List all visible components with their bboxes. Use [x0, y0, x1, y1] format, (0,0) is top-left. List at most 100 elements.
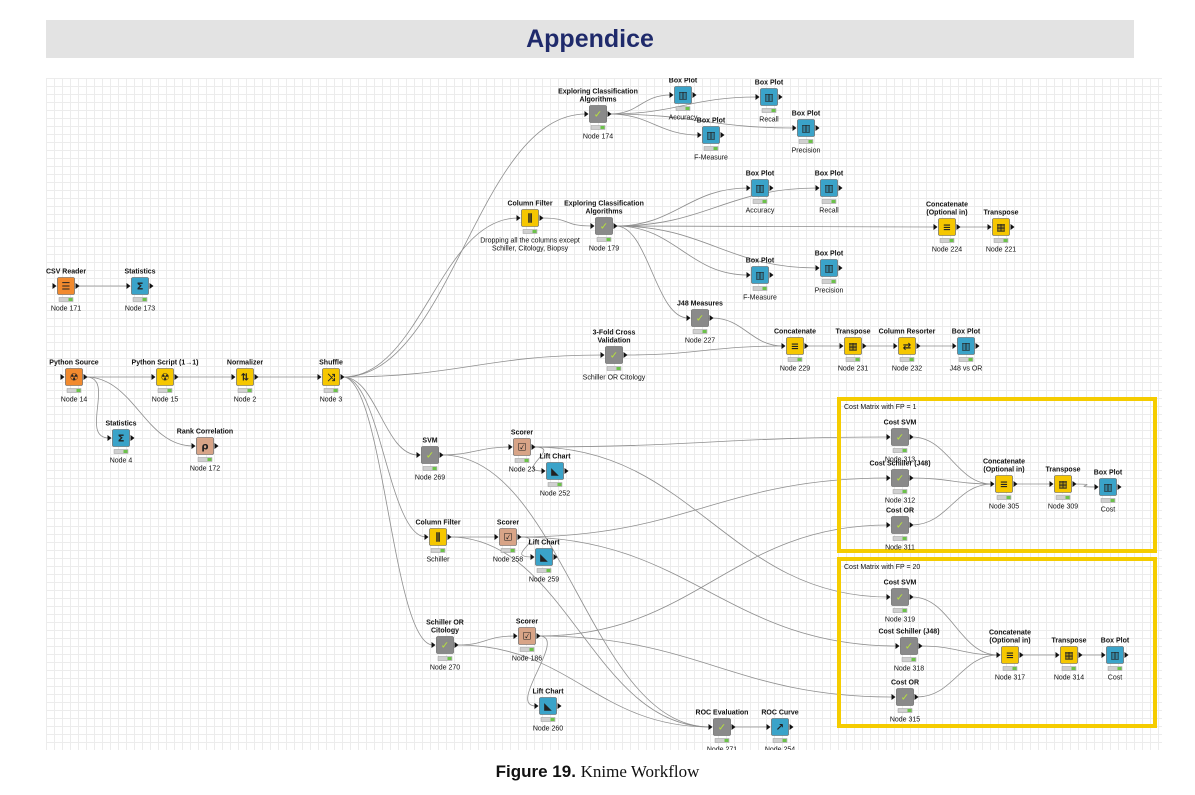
workflow-node-bp3[interactable]: Box Plot▥F-Measure — [694, 118, 728, 162]
workflow-node-n2[interactable]: Normalizer⇅Node 2 — [227, 360, 263, 404]
output-port[interactable] — [83, 374, 88, 380]
input-port[interactable] — [1094, 484, 1099, 490]
workflow-node-n179[interactable]: Exploring ClassificationAlgorithms✓Node … — [564, 201, 644, 253]
input-port[interactable] — [416, 452, 421, 458]
output-port[interactable] — [862, 343, 867, 349]
workflow-node-n269[interactable]: SVM✓Node 269 — [415, 438, 445, 482]
input-port[interactable] — [126, 283, 131, 289]
output-port[interactable] — [789, 724, 794, 730]
workflow-node-n311[interactable]: Cost OR✓Node 311 — [885, 508, 915, 552]
input-port[interactable] — [839, 343, 844, 349]
output-port[interactable] — [731, 724, 736, 730]
input-port[interactable] — [317, 374, 322, 380]
output-port[interactable] — [439, 452, 444, 458]
input-port[interactable] — [513, 633, 518, 639]
node-body[interactable] — [1060, 646, 1078, 664]
input-port[interactable] — [708, 724, 713, 730]
input-port[interactable] — [893, 343, 898, 349]
output-port[interactable] — [709, 315, 714, 321]
workflow-node-n252[interactable]: Lift Chart◣Node 252 — [539, 454, 571, 498]
input-port[interactable] — [1055, 652, 1060, 658]
input-port[interactable] — [431, 642, 436, 648]
workflow-node-n23[interactable]: Scorer☑Node 23 — [508, 430, 536, 474]
input-port[interactable] — [815, 265, 820, 271]
node-body[interactable] — [539, 697, 557, 715]
output-port[interactable] — [130, 435, 135, 441]
input-port[interactable] — [766, 724, 771, 730]
node-body[interactable] — [891, 516, 909, 534]
output-port[interactable] — [804, 343, 809, 349]
node-body[interactable] — [421, 446, 439, 464]
node-body[interactable] — [751, 266, 769, 284]
workflow-node-n318[interactable]: Cost Schiller (J48)✓Node 318 — [878, 629, 939, 673]
node-body[interactable] — [156, 368, 174, 386]
workflow-node-bp9[interactable]: Box Plot▥J48 vs OR — [950, 329, 983, 373]
workflow-node-n15[interactable]: Python Script (1→1)☢Node 15 — [132, 360, 199, 404]
output-port[interactable] — [1117, 484, 1122, 490]
input-port[interactable] — [669, 92, 674, 98]
node-body[interactable] — [236, 368, 254, 386]
input-port[interactable] — [886, 594, 891, 600]
input-port[interactable] — [895, 643, 900, 649]
output-port[interactable] — [909, 522, 914, 528]
workflow-node-bp6[interactable]: Box Plot▥Recall — [815, 171, 844, 215]
output-port[interactable] — [916, 343, 921, 349]
input-port[interactable] — [541, 468, 546, 474]
output-port[interactable] — [340, 374, 345, 380]
input-port[interactable] — [990, 481, 995, 487]
node-body[interactable] — [938, 218, 956, 236]
output-port[interactable] — [1124, 652, 1129, 658]
workflow-node-n258[interactable]: Scorer☑Node 258 — [493, 520, 523, 564]
node-body[interactable] — [429, 528, 447, 546]
node-body[interactable] — [891, 469, 909, 487]
input-port[interactable] — [886, 475, 891, 481]
output-port[interactable] — [720, 132, 725, 138]
node-body[interactable] — [820, 179, 838, 197]
node-body[interactable] — [992, 218, 1010, 236]
workflow-node-n224[interactable]: Concatenate(Optional in)≡Node 224 — [926, 202, 968, 254]
input-port[interactable] — [508, 444, 513, 450]
output-port[interactable] — [838, 265, 843, 271]
output-port[interactable] — [531, 444, 536, 450]
node-body[interactable] — [518, 627, 536, 645]
input-port[interactable] — [191, 443, 196, 449]
output-port[interactable] — [623, 352, 628, 358]
workflow-node-n315[interactable]: Cost OR✓Node 315 — [890, 680, 920, 724]
node-body[interactable] — [797, 119, 815, 137]
node-body[interactable] — [713, 718, 731, 736]
workflow-node-n227[interactable]: J48 Measures✓Node 227 — [677, 301, 723, 345]
node-body[interactable] — [898, 337, 916, 355]
output-port[interactable] — [956, 224, 961, 230]
input-port[interactable] — [590, 223, 595, 229]
input-port[interactable] — [792, 125, 797, 131]
input-port[interactable] — [886, 522, 891, 528]
node-body[interactable] — [691, 309, 709, 327]
node-body[interactable] — [1001, 646, 1019, 664]
output-port[interactable] — [536, 633, 541, 639]
node-body[interactable] — [112, 429, 130, 447]
workflow-node-n171[interactable]: CSV Reader☰Node 171 — [46, 269, 86, 313]
output-port[interactable] — [769, 185, 774, 191]
node-body[interactable] — [891, 428, 909, 446]
node-body[interactable] — [546, 462, 564, 480]
node-body[interactable] — [900, 637, 918, 655]
node-body[interactable] — [1054, 475, 1072, 493]
node-body[interactable] — [513, 438, 531, 456]
output-port[interactable] — [447, 534, 452, 540]
workflow-node-bp7[interactable]: Box Plot▥F-Measure — [743, 258, 777, 302]
output-port[interactable] — [769, 272, 774, 278]
input-port[interactable] — [996, 652, 1001, 658]
node-body[interactable] — [436, 636, 454, 654]
output-port[interactable] — [607, 111, 612, 117]
input-port[interactable] — [952, 343, 957, 349]
output-port[interactable] — [75, 283, 80, 289]
input-port[interactable] — [60, 374, 65, 380]
node-body[interactable] — [896, 688, 914, 706]
node-body[interactable] — [760, 88, 778, 106]
workflow-node-n14[interactable]: Python Source☢Node 14 — [49, 360, 99, 404]
node-body[interactable] — [891, 588, 909, 606]
node-body[interactable] — [674, 86, 692, 104]
workflow-node-n232[interactable]: Column Resorter⇄Node 232 — [879, 329, 936, 373]
